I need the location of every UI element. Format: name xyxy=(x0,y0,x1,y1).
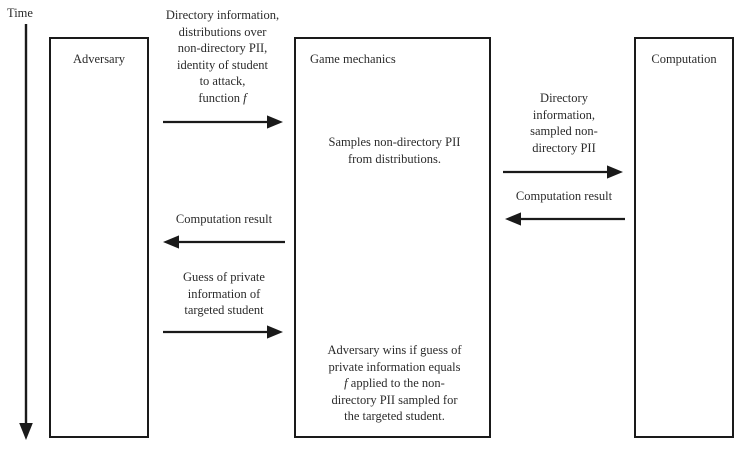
function-f-symbol-setup: f xyxy=(243,90,247,105)
message-label-game-to-computation-request: Directory information, sampled non- dire… xyxy=(503,90,625,156)
win-line-2: private information equals xyxy=(328,359,461,374)
setup-line-5: to attack, xyxy=(199,74,246,88)
time-axis-arrow xyxy=(19,24,33,440)
comp-req-line-1: Directory xyxy=(540,91,588,105)
lifeline-box-computation: Computation xyxy=(634,37,734,438)
lifeline-box-adversary: Adversary xyxy=(49,37,149,438)
message-label-adversary-to-game-setup: Directory information, distributions ove… xyxy=(145,7,300,106)
samples-line-1: Samples non-directory PII xyxy=(328,135,461,149)
setup-line-4: identity of student xyxy=(177,57,268,72)
message-arrow-computation-to-game-result xyxy=(505,212,625,226)
setup-line-1: Directory information, xyxy=(165,8,280,22)
message-arrow-adversary-to-game-setup xyxy=(163,115,283,129)
setup-line-2: distributions over xyxy=(178,24,267,39)
setup-line-3: non-directory PII, xyxy=(177,41,268,55)
lifeline-title-game-mechanics: Game mechanics xyxy=(310,52,396,66)
setup-line-6-pre: function xyxy=(198,90,244,105)
comp-req-line-4: directory PII xyxy=(532,140,596,155)
message-label-game-to-adversary-result: Computation result xyxy=(157,211,291,228)
message-label-adversary-to-game-guess: Guess of private information of targeted… xyxy=(157,269,291,319)
comp-result-right-text: Computation result xyxy=(515,189,613,203)
samples-line-2: from distributions. xyxy=(347,151,442,166)
lifeline-title-computation: Computation xyxy=(651,52,717,66)
win-line-1: Adversary wins if guess of xyxy=(327,343,462,357)
game-mechanics-win-condition-text: Adversary wins if guess of private infor… xyxy=(302,342,487,425)
win-line-5: the targeted student. xyxy=(344,409,445,423)
win-line-4: directory PII sampled for xyxy=(331,392,458,407)
comp-req-line-3: sampled non- xyxy=(530,124,598,138)
win-line-3: f applied to the non- xyxy=(302,375,487,392)
message-arrow-adversary-to-game-guess xyxy=(163,325,283,339)
lifeline-title-adversary: Adversary xyxy=(72,52,126,66)
comp-result-left-text: Computation result xyxy=(175,212,273,226)
guess-line-1: Guess of private xyxy=(183,270,265,284)
guess-line-3: targeted student xyxy=(184,303,264,317)
game-mechanics-samples-text: Samples non-directory PII from distribut… xyxy=(304,134,485,167)
time-axis-label: Time xyxy=(7,6,33,20)
message-arrow-game-to-computation-request xyxy=(503,165,623,179)
setup-line-6: function f xyxy=(145,90,300,107)
message-label-computation-to-game-result: Computation result xyxy=(497,188,631,205)
guess-line-2: information of xyxy=(187,286,261,301)
comp-req-line-2: information, xyxy=(532,107,596,122)
message-arrow-game-to-adversary-result xyxy=(163,235,285,249)
win-line-3-rest: applied to the non- xyxy=(347,376,445,390)
function-f-symbol-win: f xyxy=(344,376,348,390)
lifeline-box-game-mechanics: Game mechanics Samples non-directory PII… xyxy=(294,37,491,438)
